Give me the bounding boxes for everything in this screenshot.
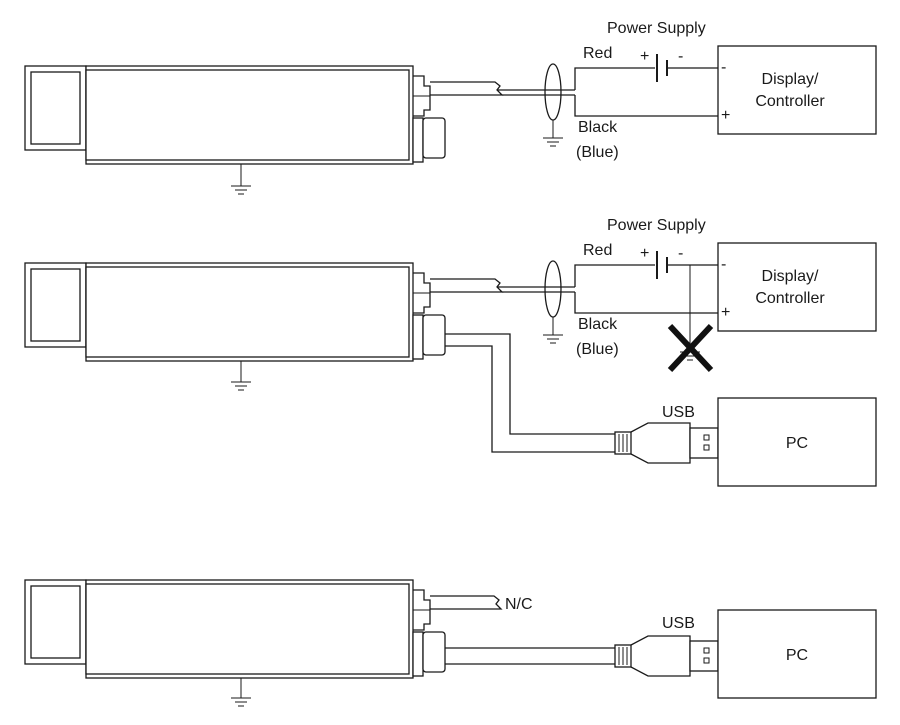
usb-plug-icon xyxy=(614,635,719,677)
display-controller-box xyxy=(717,45,877,135)
pc-box xyxy=(717,397,877,487)
pc-label: PC xyxy=(786,435,808,452)
battery-minus-label: - xyxy=(678,48,683,65)
controller-label-line1: Display/ xyxy=(762,268,819,285)
black-wire-label: Black xyxy=(578,316,618,333)
shield-icon xyxy=(544,63,562,121)
ground-icon xyxy=(230,185,252,195)
controller-label-line2: Controller xyxy=(755,93,825,110)
usb-plug-icon xyxy=(614,422,719,464)
ground-icon xyxy=(230,381,252,391)
ground-icon xyxy=(230,697,252,707)
diagram-2: Power Supply Red + - Black (Blue) - + Di… xyxy=(24,217,877,487)
sensor-2 xyxy=(24,262,446,362)
controller-label-line1: Display/ xyxy=(762,71,819,88)
battery-minus-label: - xyxy=(678,245,683,262)
display-controller-box xyxy=(717,242,877,332)
red-wire-label: Red xyxy=(583,242,612,259)
battery-plus-label: + xyxy=(640,48,649,65)
blue-wire-label: (Blue) xyxy=(576,144,619,161)
shield-icon xyxy=(544,260,562,318)
terminal-plus-label: + xyxy=(721,107,730,124)
battery-plus-label: + xyxy=(640,245,649,262)
usb-label: USB xyxy=(662,404,695,421)
terminal-minus-label: - xyxy=(721,59,726,76)
power-supply-label: Power Supply xyxy=(607,217,706,234)
sensor-3 xyxy=(24,579,446,679)
pc-label: PC xyxy=(786,647,808,664)
ground-icon xyxy=(542,334,564,344)
diagram-3: N/C USB PC xyxy=(24,579,877,707)
pc-box xyxy=(717,609,877,699)
power-supply-label: Power Supply xyxy=(607,20,706,37)
no-ground-cross-icon xyxy=(667,323,714,373)
nc-label: N/C xyxy=(505,596,533,613)
sensor-1 xyxy=(24,65,446,165)
blue-wire-label: (Blue) xyxy=(576,341,619,358)
diagram-1: Power Supply Red + - Black (Blue) - + Di… xyxy=(24,20,877,195)
black-wire-label: Black xyxy=(578,119,618,136)
usb-label: USB xyxy=(662,615,695,632)
controller-label-line2: Controller xyxy=(755,290,825,307)
red-wire-label: Red xyxy=(583,45,612,62)
terminal-minus-label: - xyxy=(721,256,726,273)
terminal-plus-label: + xyxy=(721,304,730,321)
ground-icon xyxy=(542,137,564,147)
